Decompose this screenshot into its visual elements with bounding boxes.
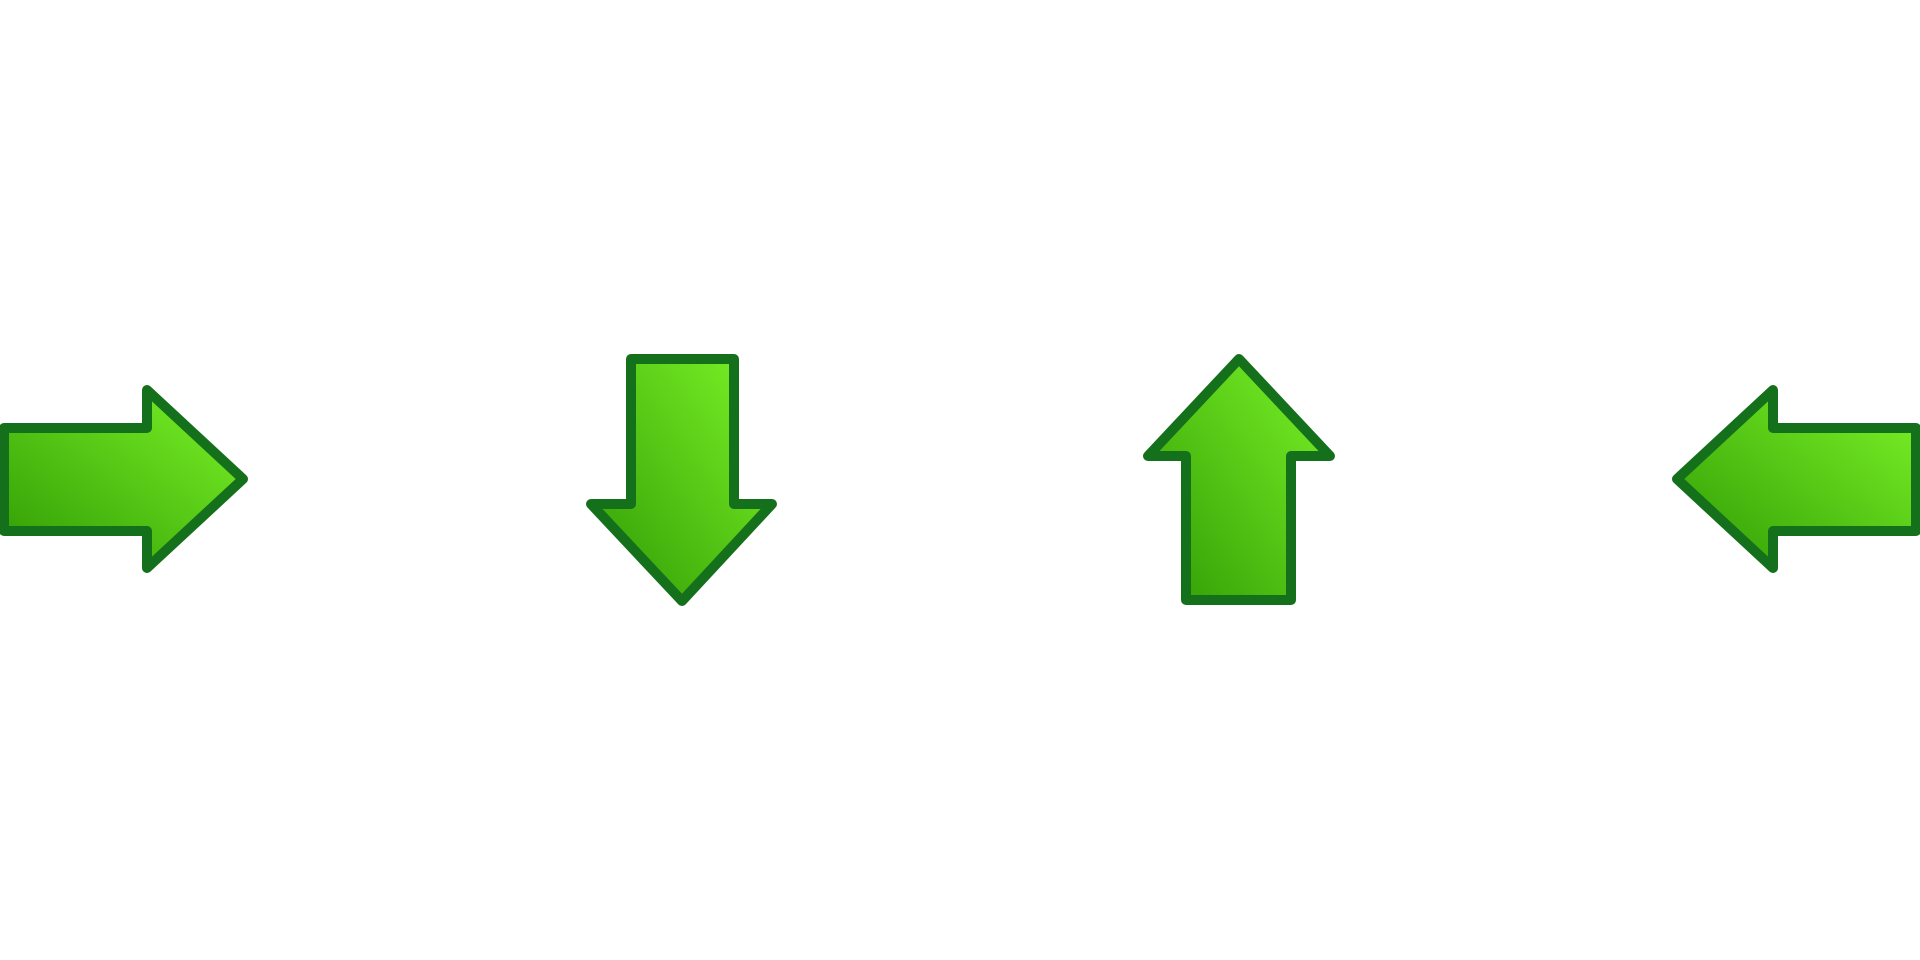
arrow-left-icon: [1672, 385, 1920, 573]
arrow-right-icon: [0, 385, 248, 573]
arrow-up-icon: [1143, 354, 1335, 605]
arrow-down-icon: [586, 354, 777, 606]
